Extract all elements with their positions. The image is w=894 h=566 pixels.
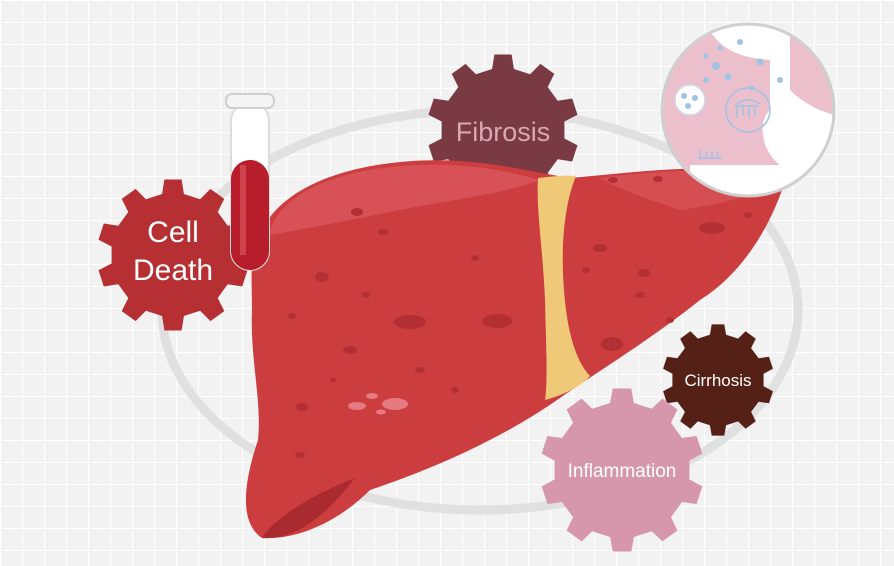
inflammation-gear: Inflammation: [541, 388, 703, 552]
fibrosis-label: Fibrosis: [456, 117, 551, 147]
inflammation-gear-shape: [541, 388, 703, 552]
fat-droplets: [348, 393, 408, 415]
liver-body: [245, 160, 786, 539]
cirrhosis-gear: Cirrhosis: [663, 324, 773, 436]
liver-lower-shadow: [262, 478, 355, 539]
liver-highlight: [268, 164, 540, 235]
inflammation-label: Inflammation: [568, 461, 677, 482]
cell-death-gear: Cell Death: [98, 179, 248, 331]
liver: [245, 160, 786, 539]
cell-death-gear-shape: [98, 179, 248, 331]
cell-death-label-line2: Death: [133, 254, 213, 287]
cirrhosis-gear-shape: [663, 324, 773, 436]
cell-death-label-line1: Cell: [147, 216, 199, 249]
falciform-ligament: [537, 175, 590, 400]
cell-magnifier-icon: [660, 22, 836, 198]
cirrhosis-label: Cirrhosis: [684, 371, 751, 390]
test-tube-icon: [225, 93, 275, 271]
